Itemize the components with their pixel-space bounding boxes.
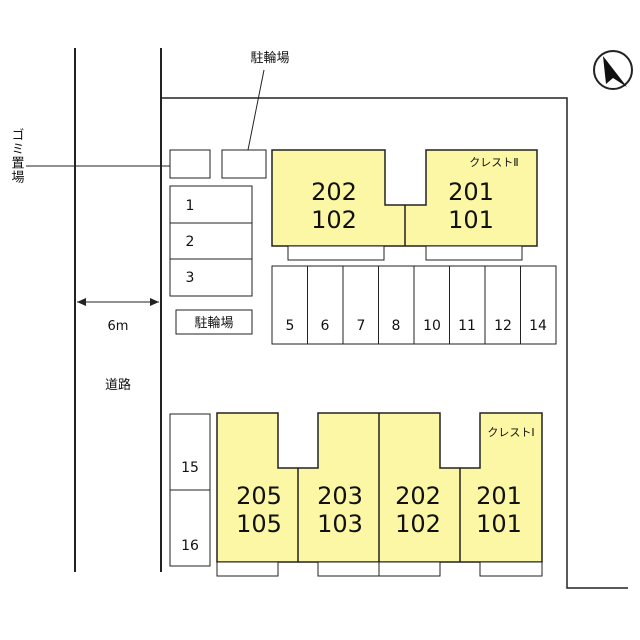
garbage-area-label: ゴミ置場 xyxy=(9,128,25,184)
road-label: 道路 xyxy=(105,377,131,393)
unit-upper: 202 xyxy=(395,482,441,510)
parking-space-label: 12 xyxy=(494,318,512,334)
parking-space-label: 16 xyxy=(181,538,199,554)
unit-lower: 101 xyxy=(476,510,522,538)
parking-space-label: 7 xyxy=(357,318,366,334)
parking-space-label: 5 xyxy=(286,318,295,334)
unit-lower: 105 xyxy=(236,510,282,538)
property-boundary xyxy=(161,97,628,589)
unit-upper: 201 xyxy=(476,482,522,510)
parking-space-label: 8 xyxy=(392,318,401,334)
parking-space-label: 2 xyxy=(186,234,195,250)
unit-upper: 203 xyxy=(317,482,363,510)
building-crest1: クレストⅠ 205 105 203 103 202 102 201 101 xyxy=(216,412,543,577)
parking-space-label: 15 xyxy=(181,460,199,476)
road-width-label: 6m xyxy=(108,319,129,334)
north-arrow-icon xyxy=(593,50,633,90)
parking-space-label: 14 xyxy=(529,318,547,334)
bicycle-parking-top-box xyxy=(221,149,267,179)
building-crest2: クレストⅡ 202 102 201 101 xyxy=(271,149,538,261)
unit-upper: 201 xyxy=(448,178,494,206)
parking-space-label: 3 xyxy=(186,270,195,286)
parking-space-label: 11 xyxy=(458,318,476,334)
garbage-area-box xyxy=(169,149,211,179)
unit-upper: 205 xyxy=(236,482,282,510)
building-name: クレストⅡ xyxy=(469,156,518,169)
parking-space-label: 6 xyxy=(321,318,330,334)
parking-space-label: 10 xyxy=(423,318,441,334)
building-name: クレストⅠ xyxy=(487,426,534,439)
unit-lower: 102 xyxy=(311,206,357,234)
bicycle-parking-top-label: 駐輪場 xyxy=(250,50,289,66)
unit-lower: 103 xyxy=(317,510,363,538)
arrow-left-icon xyxy=(77,298,86,306)
unit-upper: 202 xyxy=(311,178,357,206)
unit-lower: 101 xyxy=(448,206,494,234)
parking-row-group: 5 6 7 8 10 11 12 14 xyxy=(271,265,557,345)
bicycle-parking-box xyxy=(175,309,253,335)
arrow-right-icon xyxy=(150,298,159,306)
parking-bottom-left-group: 15 16 xyxy=(169,413,211,567)
parking-space-label: 1 xyxy=(186,198,195,214)
parking-left-group: 1 2 3 xyxy=(169,185,253,297)
bicycle-parking-box-label: 駐輪場 xyxy=(194,315,233,331)
unit-lower: 102 xyxy=(395,510,441,538)
